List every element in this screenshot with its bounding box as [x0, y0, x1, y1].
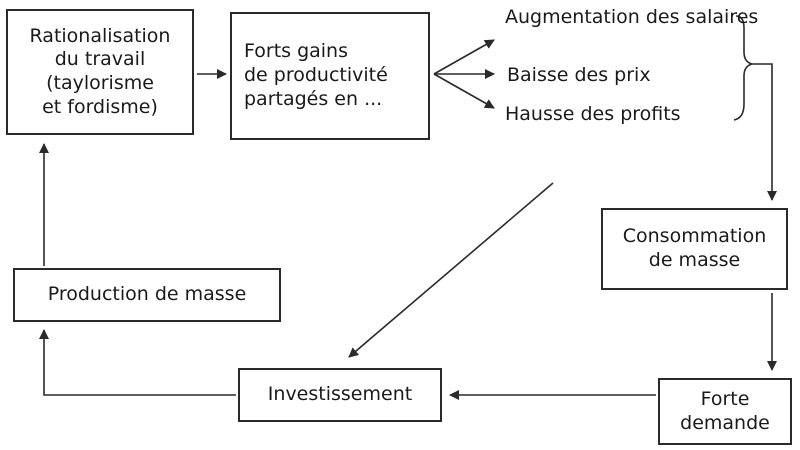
box-forts-gains-de-productivite: Forts gains de productivité partagés en … [230, 12, 430, 140]
box-consommation-label: Consommation de masse [622, 225, 767, 271]
outcome-augmentation-des-salaires: Augmentation des salaires [505, 6, 759, 28]
box-gains-label: Forts gains de productivité partagés en … [244, 40, 388, 110]
arrow-investissement-to-production [39, 329, 236, 396]
box-production-label: Production de masse [47, 283, 247, 306]
box-investissement: Investissement [238, 368, 442, 422]
arrow-gains-to-profits [433, 73, 495, 109]
box-rationalisation-label: Rationalisation du travail (taylorisme e… [29, 24, 171, 118]
box-consommation-de-masse: Consommation de masse [601, 208, 788, 290]
box-rationalisation-du-travail: Rationalisation du travail (taylorisme e… [6, 9, 194, 135]
box-investissement-label: Investissement [267, 383, 413, 406]
brace-outcomes [733, 15, 753, 121]
arrow-gains-to-salaires [433, 39, 495, 75]
arrow-brace-to-consommation [752, 63, 777, 201]
outcome-baisse-des-prix: Baisse des prix [507, 64, 651, 86]
arrow-profits-to-investissement [348, 182, 554, 358]
box-demande-label: Forte demande [680, 387, 770, 434]
outcome-hausse-des-profits: Hausse des profits [505, 103, 681, 125]
box-forte-demande: Forte demande [658, 378, 792, 445]
box-production-de-masse: Production de masse [13, 268, 281, 322]
